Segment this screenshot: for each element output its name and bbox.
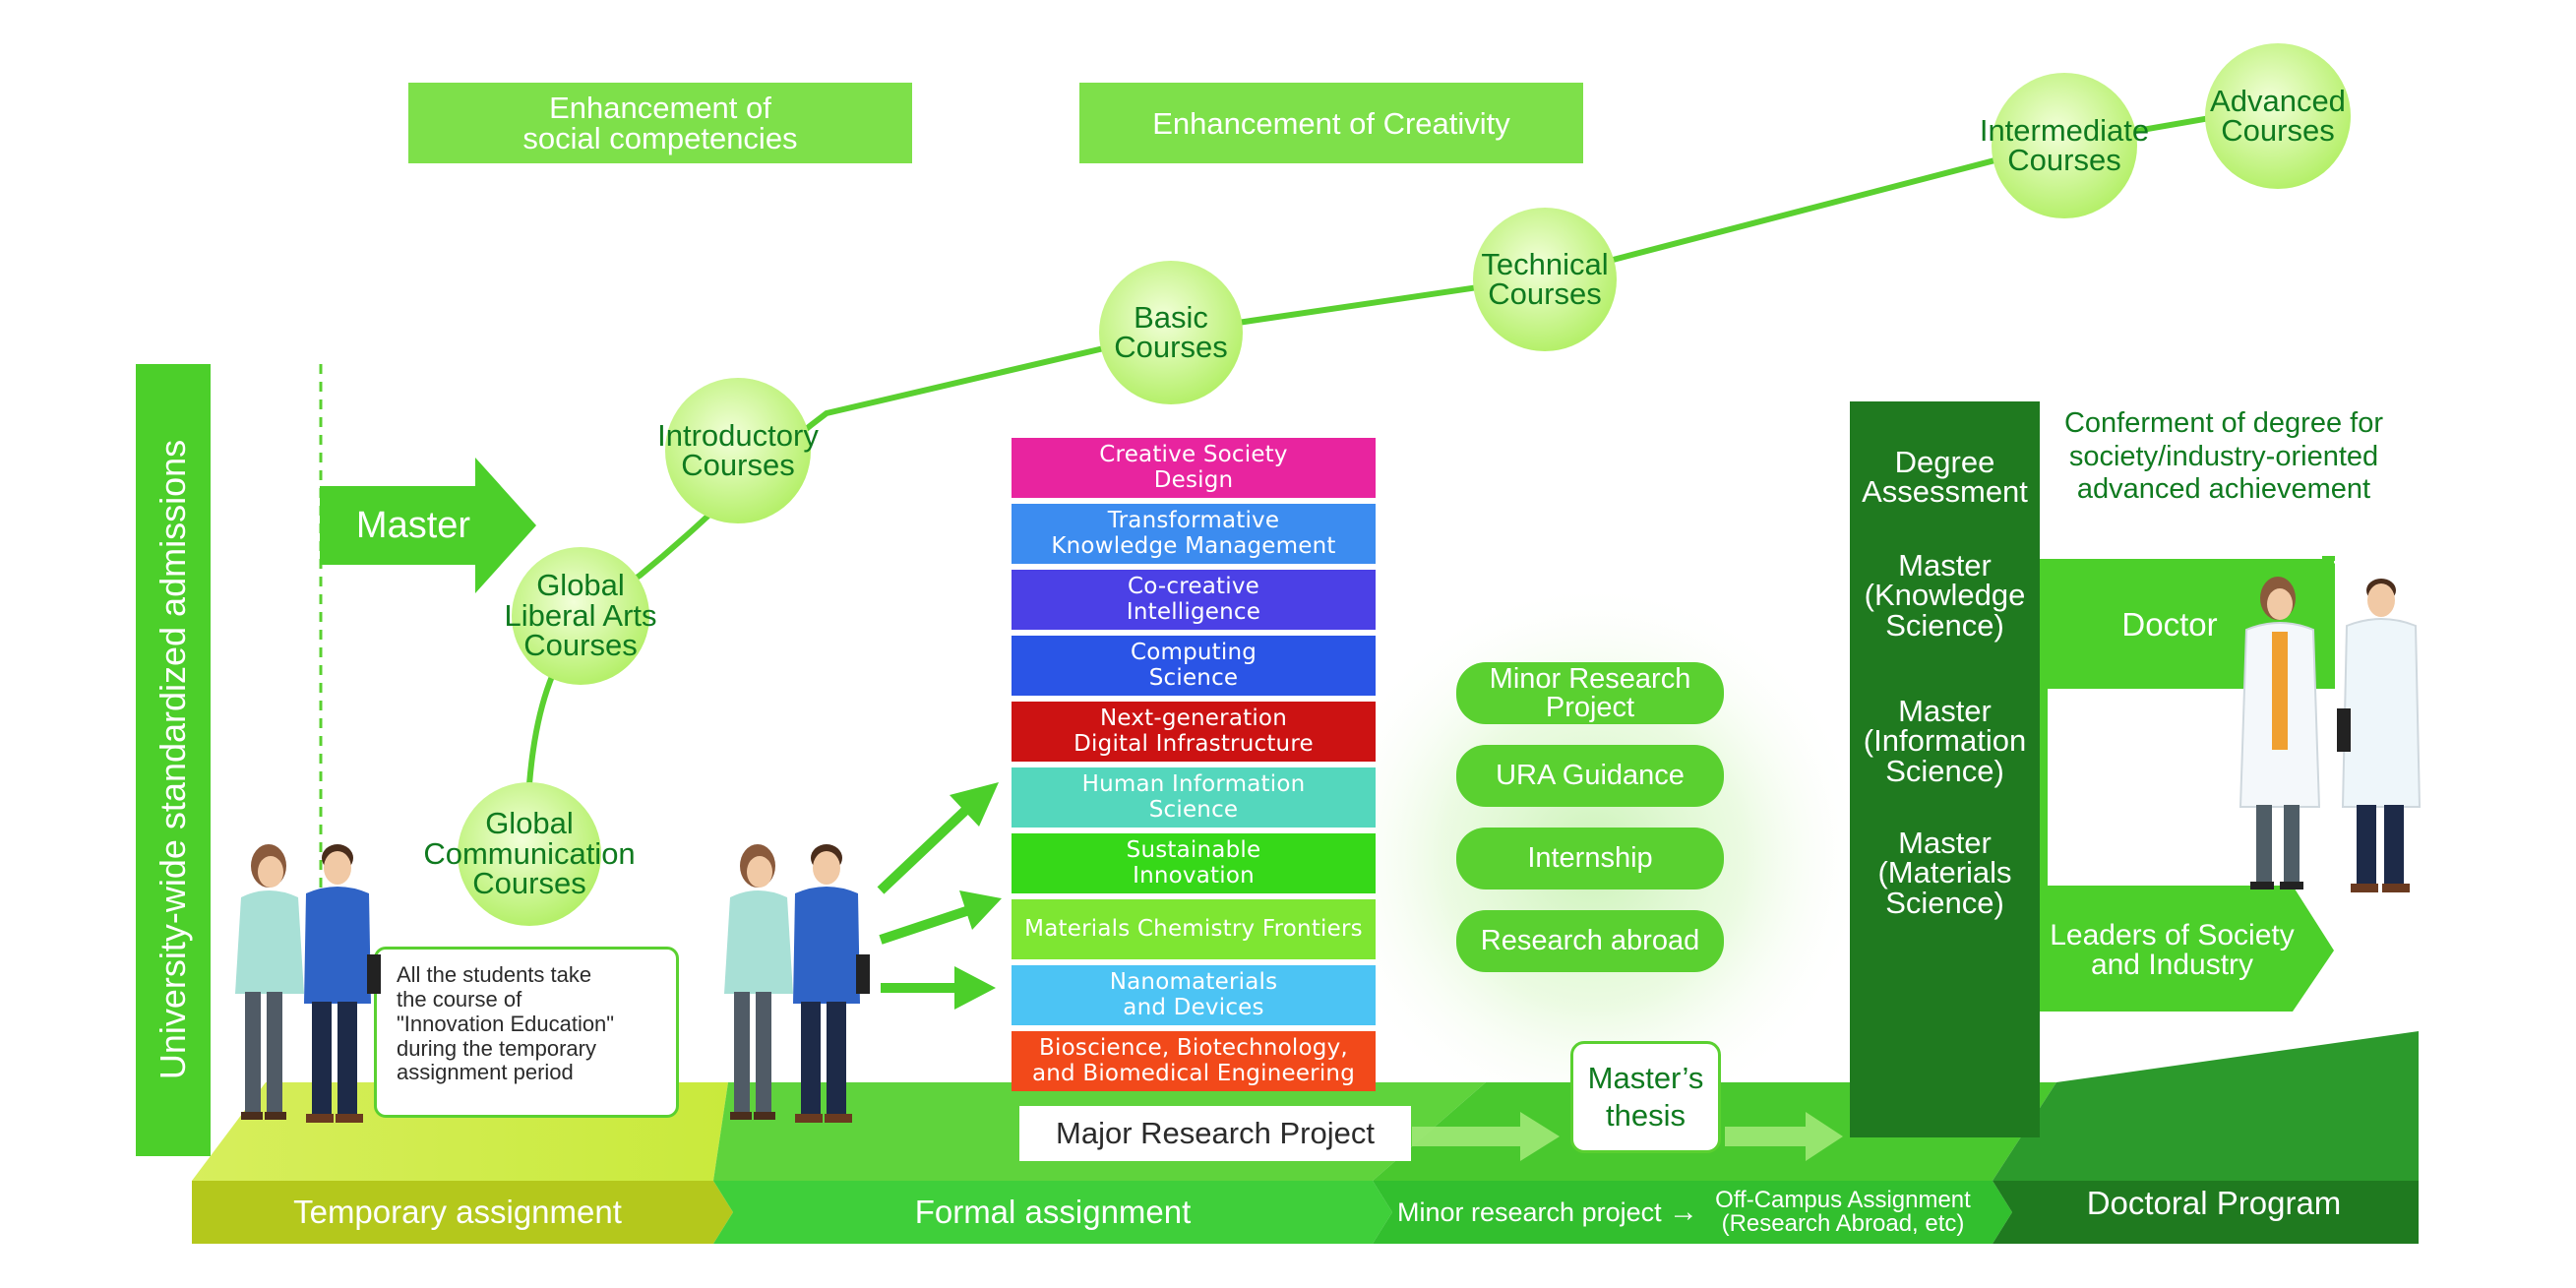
floor-doctoral (1993, 1031, 2419, 1181)
major-research-project: Major Research Project (1019, 1106, 1411, 1161)
bubble-technical (1473, 208, 1617, 351)
doctor-female (2239, 577, 2321, 889)
department-creative-society-design: Creative Society Design (1012, 438, 1376, 498)
band-label-formal: Formal assignment (914, 1194, 1192, 1230)
course-basic: Basic Courses (1114, 299, 1228, 364)
arrow-connector (2040, 689, 2048, 886)
bubble-introductory (665, 378, 811, 523)
students-group-2 (724, 844, 870, 1123)
bubble-global-liberal-arts (512, 547, 649, 685)
student-male-1 (304, 844, 381, 1123)
department-computing-science: Computing Science (1012, 636, 1376, 696)
leaders-label: Leaders of Society and Industry (2050, 919, 2295, 981)
doctor-label: Doctor (2121, 606, 2218, 643)
leaders-arrow (2040, 886, 2334, 1012)
student-male-2 (793, 844, 870, 1123)
department-bioscience: Bioscience, Biotechnology, and Biomedica… (1012, 1031, 1376, 1091)
student-female-1 (235, 844, 304, 1120)
pill-ura-guidance: URA Guidance (1456, 745, 1724, 807)
header-social-competencies: Enhancement of social competencies (408, 83, 912, 163)
doctors-group (2239, 577, 2422, 892)
band-label-minor: Minor research project (1397, 1196, 1662, 1227)
course-global-liberal-arts: Global Liberal Arts Courses (504, 568, 657, 663)
band-label-doctoral: Doctoral Program (2086, 1185, 2342, 1221)
master-knowledge-science: Master (Knowledge Science) (1864, 548, 2026, 643)
admissions-label: University-wide standardized admissions (153, 439, 193, 1080)
bubble-basic (1099, 261, 1243, 404)
department-materials-chemistry: Materials Chemistry Frontiers (1012, 899, 1376, 959)
doctor-male (2337, 579, 2422, 892)
master-arrow (320, 458, 536, 593)
department-co-creative-intelligence: Co-creative Intelligence (1012, 570, 1376, 630)
master-materials-science: Master (Materials Science) (1877, 826, 2012, 920)
department-human-information-science: Human Information Science (1012, 767, 1376, 828)
bubble-advanced (2205, 43, 2351, 189)
innovation-note: All the students take the course of "Inn… (374, 947, 679, 1118)
course-advanced: Advanced Courses (2210, 83, 2346, 148)
department-transformative-knowledge: Transformative Knowledge Management (1012, 504, 1376, 564)
band-temporary (192, 1181, 733, 1244)
course-intermediate: Intermediate Courses (1979, 112, 2150, 177)
header-creativity: Enhancement of Creativity (1079, 83, 1583, 163)
conferment-text: Conferment of degree for society/industr… (2063, 407, 2383, 506)
pill-research-abroad: Research abroad (1456, 910, 1724, 972)
band-label-offcampus: Off-Campus Assignment (Research Abroad, … (1715, 1187, 1971, 1237)
department-stack: Creative Society Design Transformative K… (1012, 438, 1376, 1092)
degree-assessment: Degree Assessment (1862, 445, 2028, 510)
bubble-intermediate (1992, 73, 2137, 218)
pill-minor-research: Minor Research Project (1456, 662, 1724, 724)
arrow-to-degree (1725, 1112, 1843, 1161)
department-sustainable-innovation: Sustainable Innovation (1012, 833, 1376, 893)
department-nanomaterials-devices: Nanomaterials and Devices (1012, 965, 1376, 1025)
bubble-global-communication (458, 782, 601, 926)
band-label-temporary: Temporary assignment (293, 1194, 622, 1230)
band-doctoral (1993, 1181, 2419, 1244)
pill-internship: Internship (1456, 828, 1724, 889)
arrow-to-thesis (1412, 1112, 1560, 1161)
masters-thesis: Master’s thesis (1570, 1041, 1721, 1153)
admissions-bar: University-wide standardized admissions (136, 364, 211, 1156)
department-next-generation-digital: Next-generation Digital Infrastructure (1012, 702, 1376, 762)
student-female-2 (724, 844, 793, 1120)
band-minor (1373, 1181, 2012, 1244)
master-information-science: Master (Information Science) (1863, 694, 2027, 788)
arrows-to-departments (877, 782, 1002, 1010)
course-introductory: Introductory Courses (657, 417, 819, 482)
degree-column (1850, 401, 2040, 1137)
course-global-communication: Global Communication Courses (423, 806, 636, 901)
students-group-1 (235, 844, 381, 1123)
band-formal (713, 1181, 1392, 1244)
arrow-right-icon: → (1669, 1196, 1698, 1228)
master-arrow-label: Master (355, 504, 471, 546)
course-technical: Technical Courses (1481, 246, 1609, 311)
